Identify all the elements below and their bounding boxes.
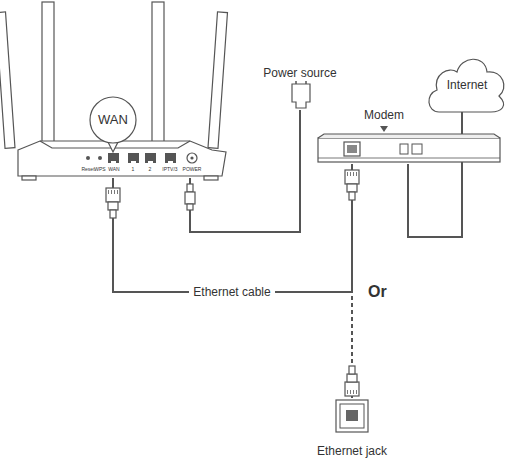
cable-connector	[190, 110, 300, 232]
router-node: ResetWPSWAN12IPTV/3POWER	[0, 0, 232, 178]
ethernet-jack-node: Ethernet jack	[305, 398, 399, 464]
power-jack-pin	[190, 156, 193, 159]
port-label: IPTV/3	[162, 166, 177, 172]
port-label: POWER	[183, 166, 202, 172]
internet-cloud: Internet	[425, 52, 507, 114]
edge-label: Or	[364, 282, 391, 301]
router-foot	[204, 176, 218, 180]
cable-connector	[113, 164, 352, 292]
port-label: WAN	[108, 166, 119, 172]
power-plug	[185, 184, 195, 210]
port-label: WPS	[94, 166, 105, 172]
power-source-node: Power source	[255, 64, 345, 110]
node-label: Internet	[447, 78, 488, 92]
modem-body	[318, 138, 500, 162]
callout-bubble: WAN	[89, 96, 137, 144]
cable-connector	[113, 178, 352, 398]
ethernet-plug	[345, 366, 359, 396]
modem-line-port	[400, 144, 408, 154]
port-label: 2	[149, 166, 152, 172]
modem-top	[318, 134, 500, 138]
lan-port	[145, 153, 156, 163]
modem-port	[412, 144, 422, 154]
node-label: Modem	[364, 108, 404, 122]
router-body	[18, 141, 226, 176]
ethernet-plug	[345, 170, 359, 200]
cloud-outline	[429, 59, 504, 112]
node-label: Power source	[263, 66, 336, 80]
none-shape	[0, 0, 232, 178]
wan-port	[108, 153, 119, 163]
power-adapter	[292, 84, 310, 108]
antenna	[152, 2, 164, 142]
modem-edge	[318, 158, 500, 159]
power-jack	[187, 153, 197, 163]
node-label: WAN	[98, 112, 128, 128]
modem-lan-port	[344, 142, 360, 156]
port-label: 1	[132, 166, 135, 172]
reset-button	[86, 156, 90, 160]
wall-plate	[336, 400, 368, 432]
antenna	[208, 12, 227, 148]
router-foot	[22, 176, 36, 180]
edge-label: Ethernet cable	[189, 285, 274, 299]
plate-inner	[340, 404, 364, 428]
adapter-prongs	[296, 81, 306, 84]
port-label: Reset	[81, 166, 94, 172]
node-label: Ethernet jack	[317, 444, 387, 458]
wps-button	[98, 156, 102, 160]
jack-socket	[346, 410, 358, 421]
pointer-triangle	[380, 126, 388, 132]
lan-port	[128, 153, 139, 163]
antenna	[42, 2, 54, 142]
port-socket	[347, 145, 357, 153]
iptv-port	[165, 153, 176, 163]
modem-shape	[316, 108, 502, 164]
cable-connector	[408, 112, 462, 237]
modem-node: Modem	[316, 108, 502, 164]
antenna	[0, 12, 15, 148]
ethernet-plug	[106, 188, 120, 218]
bubble-outline	[90, 97, 136, 143]
